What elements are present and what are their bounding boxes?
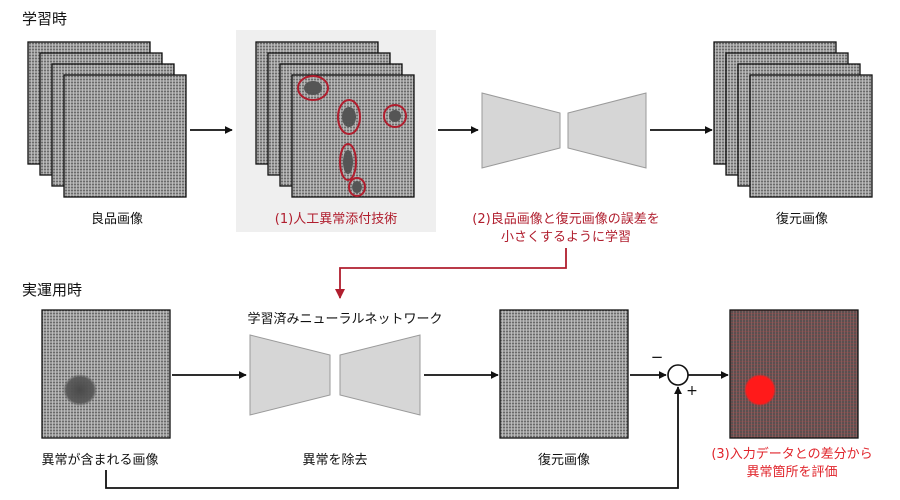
anomaly-marks — [297, 75, 407, 197]
result-label-line1: (3)入力データとの差分から — [711, 446, 872, 462]
input-feedback-line — [105, 386, 682, 489]
trained-network-title: 学習済みニューラルネットワーク — [247, 311, 442, 327]
minus-sign: − — [651, 348, 664, 366]
anomalous-input-image — [41, 309, 171, 439]
anomaly-highlight-ring — [337, 99, 361, 135]
training-note-line2: 小さくするように学習 — [501, 229, 631, 245]
anomaly-highlight-ring — [383, 104, 407, 128]
reconstructed-output-image — [499, 309, 629, 439]
reconstructed-images-label: 復元画像 — [776, 211, 828, 227]
difference-junction — [667, 364, 689, 386]
anomalous-input-label: 異常が含まれる画像 — [41, 452, 158, 468]
detected-anomaly-spot — [744, 374, 776, 406]
anomaly-highlight-ring — [339, 143, 357, 181]
section-title-training: 学習時 — [22, 10, 67, 28]
good-images-label: 良品画像 — [91, 211, 143, 227]
anomaly-highlight-ring — [348, 177, 366, 197]
plus-sign: + — [686, 383, 698, 399]
training-network — [481, 92, 647, 169]
reconstructed-images-stack — [713, 41, 873, 198]
transfer-arrow — [335, 248, 567, 299]
good-images-stack — [27, 41, 187, 198]
result-label-line2: 異常箇所を評価 — [746, 464, 837, 480]
training-note-line1: (2)良品画像と復元画像の誤差を — [472, 211, 659, 227]
artificial-anomaly-stack — [255, 41, 415, 198]
reconstructed-output-label: 復元画像 — [538, 452, 590, 468]
trained-network — [249, 334, 421, 416]
anomaly-highlight-ring — [297, 75, 329, 101]
difference-heatmap-image — [729, 309, 859, 439]
anomaly-tech-label: (1)人工異常添付技術 — [275, 212, 397, 227]
section-title-operation: 実運用時 — [22, 281, 82, 299]
network-action-label: 異常を除去 — [302, 453, 367, 468]
anomaly-spot — [63, 374, 97, 406]
